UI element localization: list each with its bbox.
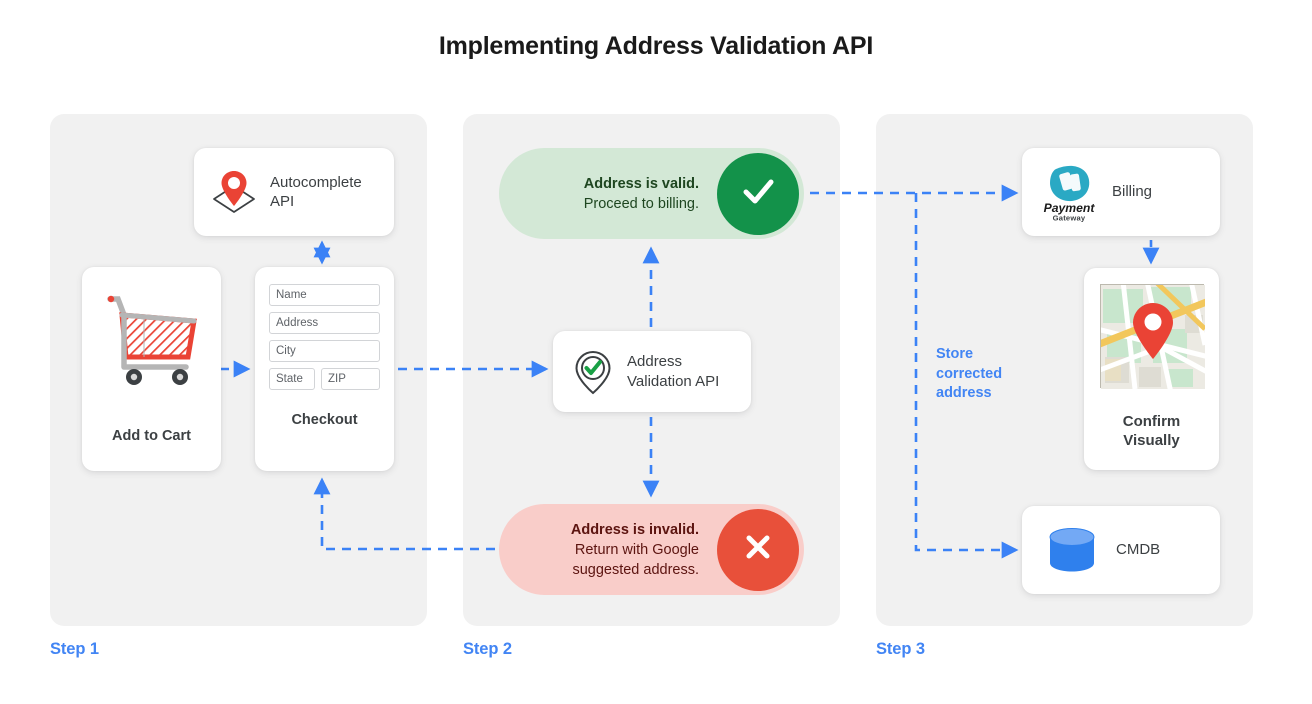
- confirm-caption-line-1: Confirm: [1122, 413, 1181, 430]
- address-valid-pill: Address is valid. Proceed to billing.: [499, 148, 804, 239]
- map-pin-envelope-icon: [208, 166, 260, 218]
- address-invalid-text: Address is invalid. Return with Google s…: [571, 520, 699, 580]
- store-note-line-3: address: [936, 385, 992, 402]
- step-1-label: Step 1: [50, 640, 99, 658]
- state-zip-row: State ZIP: [269, 368, 380, 390]
- address-validation-api-card[interactable]: Address Validation API: [553, 331, 751, 412]
- address-valid-detail: Proceed to billing.: [583, 195, 699, 212]
- autocomplete-api-card[interactable]: Autocomplete API: [194, 148, 394, 236]
- city-field[interactable]: City: [269, 340, 380, 362]
- checkout-card[interactable]: Name Address City State ZIP Checkout: [255, 267, 394, 471]
- valid-status-badge: [717, 152, 799, 235]
- address-valid-text: Address is valid. Proceed to billing.: [584, 174, 699, 214]
- close-x-icon: [736, 525, 780, 574]
- address-invalid-headline: Address is invalid.: [570, 521, 699, 538]
- address-invalid-detail-2: suggested address.: [572, 561, 699, 578]
- database-cylinder-icon: [1044, 524, 1102, 576]
- address-invalid-pill: Address is invalid. Return with Google s…: [499, 504, 804, 595]
- checkout-caption: Checkout: [291, 412, 358, 428]
- add-to-cart-card[interactable]: Add to Cart: [82, 267, 221, 471]
- cmdb-label: CMDB: [1116, 541, 1161, 559]
- name-field[interactable]: Name: [269, 284, 380, 306]
- invalid-status-badge: [717, 508, 799, 591]
- payment-gateway-logo: Payment Gateway: [1038, 161, 1100, 223]
- address-invalid-detail-1: Return with Google: [574, 541, 699, 558]
- state-field[interactable]: State: [269, 368, 315, 390]
- store-corrected-address-note: Store corrected address: [936, 345, 1046, 404]
- autocomplete-api-label: Autocomplete API: [270, 173, 362, 211]
- confirm-visually-card[interactable]: Confirm Visually: [1084, 268, 1219, 470]
- step-3-label: Step 3: [876, 640, 925, 658]
- store-note-line-1: Store: [936, 346, 974, 362]
- checkmark-icon: [736, 169, 780, 218]
- store-note-line-2: corrected: [936, 365, 1003, 382]
- confirm-visually-caption: Confirm Visually: [1123, 413, 1181, 451]
- map-pin-check-icon: [569, 348, 617, 396]
- address-validation-api-label: Address Validation API: [627, 353, 720, 390]
- address-valid-headline: Address is valid.: [583, 175, 699, 192]
- page-title: Implementing Address Validation API: [438, 32, 874, 60]
- address-field[interactable]: Address: [269, 312, 380, 334]
- shopping-cart-icon: [100, 285, 204, 389]
- map-thumbnail-icon: [1095, 279, 1210, 394]
- confirm-caption-line-2: Visually: [1123, 431, 1180, 449]
- billing-card[interactable]: Payment Gateway Billing: [1022, 148, 1220, 236]
- zip-field[interactable]: ZIP: [321, 368, 380, 390]
- add-to-cart-caption: Add to Cart: [112, 428, 191, 444]
- svg-text:Payment: Payment: [1044, 201, 1096, 215]
- cmdb-card[interactable]: CMDB: [1022, 506, 1220, 594]
- svg-text:Gateway: Gateway: [1053, 214, 1086, 223]
- step-2-label: Step 2: [463, 640, 512, 658]
- billing-label: Billing: [1112, 183, 1153, 201]
